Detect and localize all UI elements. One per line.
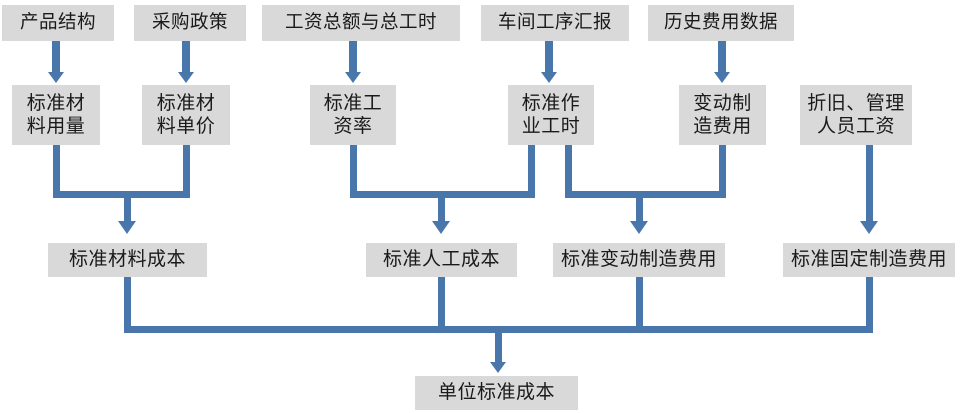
- connector-line-procurement-policy-to-std-material-price: [182, 41, 190, 74]
- arrowhead-to-std-fixed-mfg-cost: [860, 221, 878, 234]
- node-std-operation-hours[interactable]: 标准作 业工时: [508, 85, 594, 145]
- connector-line-total-wages-hours-to-std-wage-rate: [349, 41, 357, 74]
- node-label: 标准材 料用量: [26, 92, 86, 137]
- connector-drop-variable-mfg-overhead: [719, 145, 726, 198]
- connector-line-workshop-report-to-std-operation-hours: [545, 41, 553, 74]
- node-variable-mfg-overhead[interactable]: 变动制 造费用: [679, 85, 766, 145]
- arrowhead-total-wages-hours-to-std-wage-rate: [345, 72, 361, 83]
- arrowhead-historical-data-to-variable-mfg-overhead: [714, 72, 730, 83]
- connector-bus-std-material-cost: [53, 191, 190, 198]
- node-label: 标准人工成本: [382, 249, 500, 271]
- node-label: 单位标准成本: [437, 382, 555, 404]
- node-label: 标准变动制造费用: [560, 249, 717, 271]
- connector-drop-std-labor-cost: [438, 277, 445, 333]
- node-std-fixed-mfg-cost[interactable]: 标准固定制造费用: [783, 243, 955, 277]
- arrowhead-to-unit-standard-cost: [490, 362, 506, 373]
- node-workshop-process-report[interactable]: 车间工序汇报: [481, 5, 629, 41]
- connector-drop-std-material-cost: [124, 277, 131, 333]
- connector-bus-std-variable-mfg-cost: [565, 191, 726, 198]
- connector-line-product-structure-to-std-material-qty: [52, 41, 60, 74]
- arrowhead-to-std-labor-cost: [432, 221, 450, 234]
- node-label: 采购政策: [151, 12, 228, 33]
- node-total-wages-hours[interactable]: 工资总额与总工时: [262, 5, 460, 41]
- node-label: 折旧、管理 人员工资: [807, 92, 905, 137]
- node-std-material-qty[interactable]: 标准材 料用量: [12, 85, 100, 145]
- node-product-structure[interactable]: 产品结构: [2, 5, 114, 41]
- node-label: 产品结构: [19, 12, 96, 33]
- node-historical-cost-data[interactable]: 历史费用数据: [648, 5, 794, 41]
- node-std-material-cost[interactable]: 标准材料成本: [48, 243, 207, 277]
- node-label: 历史费用数据: [663, 12, 778, 33]
- arrowhead-procurement-policy-to-std-material-price: [178, 72, 194, 83]
- node-label: 工资总额与总工时: [284, 12, 437, 33]
- connector-line-historical-data-to-variable-mfg-overhead: [718, 41, 726, 74]
- node-std-wage-rate[interactable]: 标准工 资率: [310, 85, 396, 145]
- node-std-variable-mfg-cost[interactable]: 标准变动制造费用: [553, 243, 725, 277]
- node-label: 标准材 料单价: [156, 92, 216, 137]
- connector-drop-std-material-price: [183, 145, 190, 198]
- node-label: 标准工 资率: [323, 92, 383, 137]
- connector-drop-std-wage-rate: [350, 145, 357, 198]
- connector-drop-std-material-qty: [53, 145, 60, 198]
- node-std-material-price[interactable]: 标准材 料单价: [142, 85, 230, 145]
- connector-stem-unit-standard-cost: [495, 326, 502, 364]
- connector-drop-std-fixed-mfg-cost: [866, 277, 873, 333]
- node-label: 变动制 造费用: [693, 92, 752, 137]
- connector-stem-std-variable-mfg-cost: [636, 191, 643, 223]
- node-label: 车间工序汇报: [497, 12, 612, 33]
- node-depreciation-admin-wages[interactable]: 折旧、管理 人员工资: [800, 85, 912, 145]
- node-label: 标准材料成本: [68, 249, 186, 271]
- connector-stem-std-labor-cost: [438, 191, 445, 223]
- node-procurement-policy[interactable]: 采购政策: [134, 5, 246, 41]
- connector-drop-std-operation-hours-left: [528, 145, 535, 198]
- arrowhead-workshop-report-to-std-operation-hours: [541, 72, 557, 83]
- arrowhead-product-structure-to-std-material-qty: [48, 72, 64, 83]
- connector-drop-std-operation-hours-right: [565, 145, 572, 198]
- connector-drop-std-variable-mfg-cost: [636, 277, 643, 333]
- connector-stem-std-material-cost: [124, 191, 131, 223]
- arrowhead-to-std-material-cost: [118, 221, 136, 234]
- arrowhead-to-std-variable-mfg-cost: [630, 221, 648, 234]
- node-label: 标准作 业工时: [521, 92, 581, 137]
- node-std-labor-cost[interactable]: 标准人工成本: [366, 243, 517, 277]
- node-label: 标准固定制造费用: [790, 249, 947, 271]
- node-unit-standard-cost[interactable]: 单位标准成本: [415, 376, 578, 410]
- connector-line-depreciation-to-std-fixed-mfg-cost: [866, 145, 873, 223]
